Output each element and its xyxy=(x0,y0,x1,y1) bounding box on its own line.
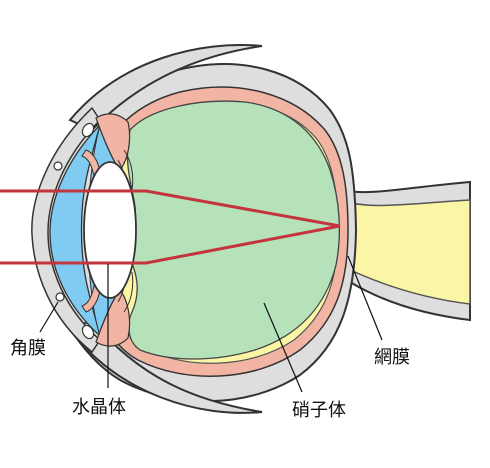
label-lens: 水晶体 xyxy=(72,397,126,418)
gland-upper-1 xyxy=(81,122,95,138)
label-vitreous: 硝子体 xyxy=(292,400,346,421)
cornea-rim xyxy=(31,106,101,354)
optic-nerve xyxy=(337,198,471,305)
label-cornea: 角膜 xyxy=(10,338,46,359)
iris-lower xyxy=(81,285,101,313)
gland-lower-2 xyxy=(81,324,95,340)
label-retina: 網膜 xyxy=(374,347,410,368)
light-ray-upper xyxy=(0,189,341,228)
leader-cornea xyxy=(39,301,59,333)
light-ray-lower xyxy=(0,224,341,265)
gland-lower-1 xyxy=(55,292,65,302)
lens xyxy=(83,161,137,299)
leader-retina xyxy=(347,255,383,341)
gland-upper-2 xyxy=(53,161,63,171)
leader-vitreous xyxy=(263,302,303,393)
ciliary-body-upper xyxy=(95,113,131,171)
